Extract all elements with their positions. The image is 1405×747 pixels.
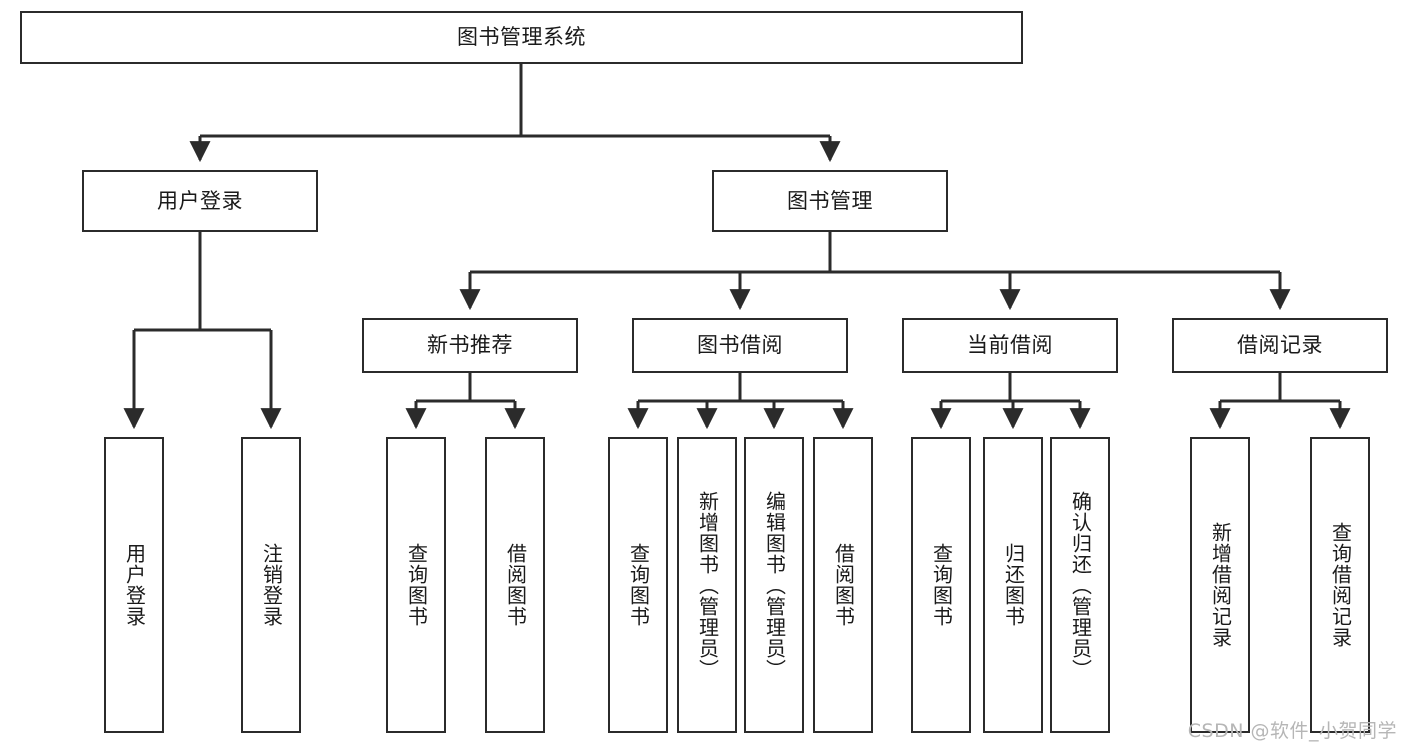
node-book-borrow-label: 图书借阅 bbox=[697, 333, 783, 358]
node-borrow-record[interactable]: 借阅记录 bbox=[1172, 318, 1388, 373]
node-user-login-label: 用户登录 bbox=[157, 188, 243, 213]
leaf-borrow-book-new[interactable]: 借阅图书 bbox=[485, 437, 545, 733]
leaf-user-logout[interactable]: 注销登录 bbox=[241, 437, 301, 733]
leaf-borrow-book-label: 借阅图书 bbox=[831, 543, 856, 627]
leaf-query-book-current-label: 查询图书 bbox=[929, 543, 954, 627]
leaf-return-book[interactable]: 归还图书 bbox=[983, 437, 1043, 733]
node-new-book-recommend[interactable]: 新书推荐 bbox=[362, 318, 578, 373]
node-user-login[interactable]: 用户登录 bbox=[82, 170, 318, 232]
node-book-borrow[interactable]: 图书借阅 bbox=[632, 318, 848, 373]
leaf-return-book-label: 归还图书 bbox=[1001, 543, 1026, 627]
leaf-query-book-borrow[interactable]: 查询图书 bbox=[608, 437, 668, 733]
leaf-edit-book-admin-label: 编辑图书（管理员） bbox=[762, 490, 787, 680]
leaf-user-login[interactable]: 用户登录 bbox=[104, 437, 164, 733]
leaf-add-borrow-record-label: 新增借阅记录 bbox=[1208, 522, 1233, 648]
leaf-query-book-new[interactable]: 查询图书 bbox=[386, 437, 446, 733]
leaf-user-logout-label: 注销登录 bbox=[259, 543, 284, 627]
node-current-borrow[interactable]: 当前借阅 bbox=[902, 318, 1118, 373]
leaf-query-book-borrow-label: 查询图书 bbox=[626, 543, 651, 627]
leaf-edit-book-admin[interactable]: 编辑图书（管理员） bbox=[744, 437, 804, 733]
node-root-label: 图书管理系统 bbox=[457, 25, 586, 50]
node-borrow-record-label: 借阅记录 bbox=[1237, 333, 1323, 358]
leaf-query-book-new-label: 查询图书 bbox=[404, 543, 429, 627]
node-root[interactable]: 图书管理系统 bbox=[20, 11, 1023, 64]
node-current-borrow-label: 当前借阅 bbox=[967, 333, 1053, 358]
leaf-add-book-admin-label: 新增图书（管理员） bbox=[695, 490, 720, 680]
leaf-query-borrow-record-label: 查询借阅记录 bbox=[1328, 522, 1353, 648]
leaf-confirm-return-admin-label: 确认归还（管理员） bbox=[1068, 490, 1093, 680]
node-book-management[interactable]: 图书管理 bbox=[712, 170, 948, 232]
node-book-management-label: 图书管理 bbox=[787, 188, 873, 213]
node-new-book-recommend-label: 新书推荐 bbox=[427, 333, 513, 358]
leaf-add-book-admin[interactable]: 新增图书（管理员） bbox=[677, 437, 737, 733]
leaf-query-borrow-record[interactable]: 查询借阅记录 bbox=[1310, 437, 1370, 733]
leaf-confirm-return-admin[interactable]: 确认归还（管理员） bbox=[1050, 437, 1110, 733]
leaf-borrow-book[interactable]: 借阅图书 bbox=[813, 437, 873, 733]
leaf-borrow-book-new-label: 借阅图书 bbox=[503, 543, 528, 627]
leaf-query-book-current[interactable]: 查询图书 bbox=[911, 437, 971, 733]
leaf-user-login-label: 用户登录 bbox=[122, 543, 147, 627]
leaf-add-borrow-record[interactable]: 新增借阅记录 bbox=[1190, 437, 1250, 733]
